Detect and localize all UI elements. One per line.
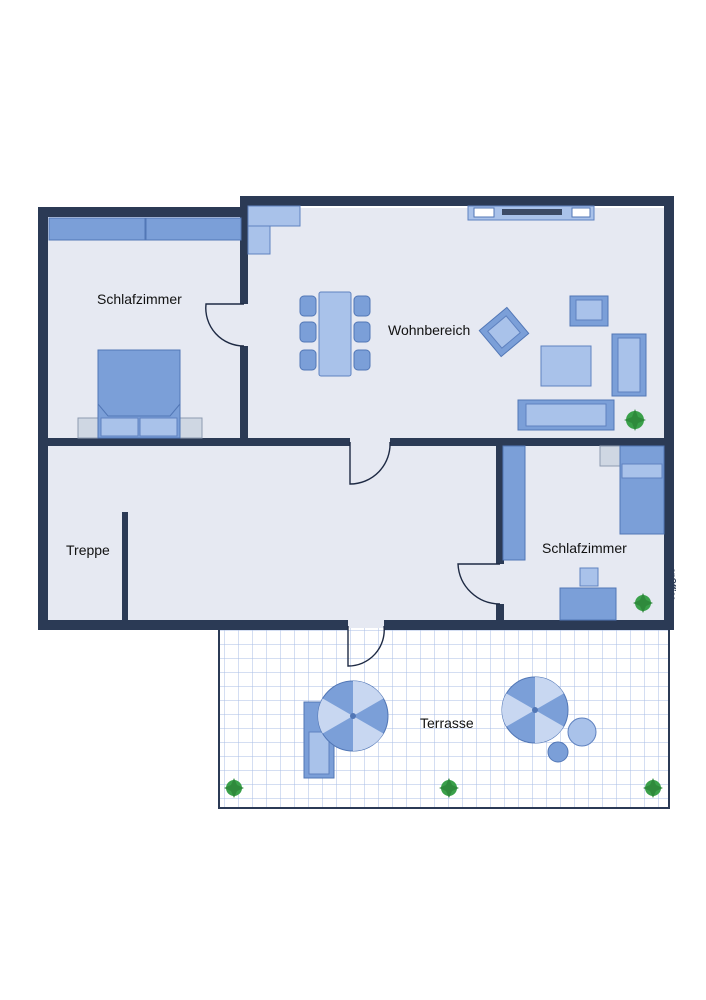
wardrobe xyxy=(48,217,146,241)
terrace-furniture xyxy=(224,676,663,798)
pillow xyxy=(100,417,139,437)
watermark: onOffice xyxy=(668,568,677,601)
sofa-icon xyxy=(611,333,647,397)
desk-icon xyxy=(559,587,617,621)
door-bedroom-right xyxy=(457,563,501,605)
corner-cabinet xyxy=(247,225,271,255)
bedroom-left-furniture xyxy=(48,217,242,439)
bed-icon xyxy=(619,445,665,535)
wardrobe xyxy=(502,445,526,561)
room-label-bedroom-right: Schlafzimmer xyxy=(542,540,627,556)
terrace xyxy=(218,624,670,809)
room-label-terrace: Terrasse xyxy=(420,715,474,731)
plant-icon xyxy=(633,593,653,613)
wardrobe xyxy=(145,217,242,241)
plant-icon xyxy=(224,778,244,798)
nightstand xyxy=(77,417,101,439)
parasol-icon xyxy=(501,676,569,744)
corner-cabinet xyxy=(247,205,301,227)
living-furniture xyxy=(247,205,647,431)
sofa-icon xyxy=(517,399,615,431)
door-terrace xyxy=(347,625,385,667)
walls xyxy=(38,196,674,630)
armchair-icon xyxy=(478,306,530,358)
chair-icon xyxy=(579,567,599,587)
tv-icon xyxy=(467,205,595,221)
room-label-stairs: Treppe xyxy=(66,542,110,558)
dining-table-icon xyxy=(299,291,371,377)
bedroom-right-furniture xyxy=(502,445,665,621)
coffee-table xyxy=(540,345,592,387)
pillow xyxy=(139,417,178,437)
table-chairs-icon xyxy=(547,717,597,763)
door-bedroom-left xyxy=(205,303,245,347)
room-label-bedroom-left: Schlafzimmer xyxy=(97,291,182,307)
doors xyxy=(205,303,501,667)
plant-icon xyxy=(439,778,459,798)
plant-icon xyxy=(624,409,646,431)
nightstand xyxy=(599,445,621,467)
armchair-icon xyxy=(569,295,609,327)
room-label-living: Wohnbereich xyxy=(388,322,470,338)
nightstand xyxy=(179,417,203,439)
plant-icon xyxy=(643,778,663,798)
parasol-icon xyxy=(317,680,389,752)
door-living xyxy=(349,441,391,485)
